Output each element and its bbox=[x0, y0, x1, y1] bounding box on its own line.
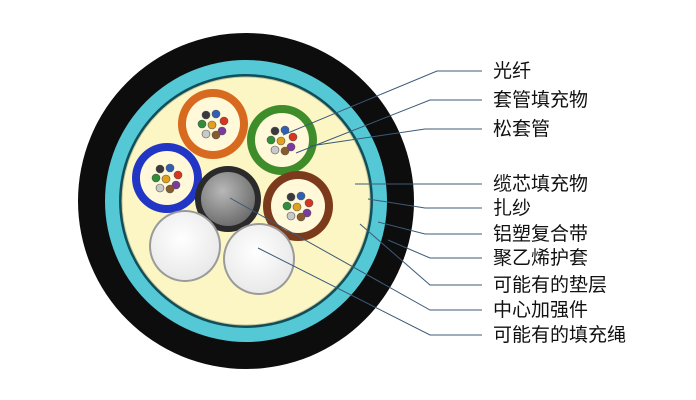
leader-line bbox=[377, 221, 482, 235]
label-cable-core-filler: 缆芯填充物 bbox=[493, 173, 588, 195]
leader-line bbox=[309, 128, 482, 147]
optical-fiber bbox=[219, 116, 229, 126]
optical-fiber bbox=[270, 126, 280, 136]
optical-fiber bbox=[155, 183, 165, 193]
optical-fiber bbox=[165, 163, 175, 173]
optical-fiber bbox=[296, 212, 306, 222]
central-member-core bbox=[201, 172, 255, 226]
optical-fiber bbox=[151, 173, 161, 183]
leader-line bbox=[359, 223, 482, 286]
optical-fiber bbox=[282, 201, 292, 211]
optical-fiber bbox=[173, 170, 183, 180]
optical-fiber bbox=[197, 119, 207, 129]
optical-fiber bbox=[161, 174, 171, 184]
leader-line bbox=[367, 198, 482, 209]
optical-fiber bbox=[201, 110, 211, 120]
optical-fiber bbox=[266, 135, 276, 145]
optical-fiber bbox=[155, 164, 165, 174]
label-central-strength-member: 中心加强件 bbox=[493, 299, 588, 321]
optical-fiber bbox=[270, 145, 280, 155]
optical-fiber bbox=[165, 184, 175, 194]
optical-fiber bbox=[207, 120, 217, 130]
leader-line bbox=[282, 70, 482, 136]
optical-fiber bbox=[280, 146, 290, 156]
optical-fiber bbox=[296, 191, 306, 201]
label-optional-filler-rope: 可能有的填充绳 bbox=[493, 324, 626, 346]
central-strength-member bbox=[195, 166, 261, 232]
optical-fiber bbox=[211, 130, 221, 140]
filler-rope-left bbox=[149, 210, 221, 282]
leader-line bbox=[295, 99, 482, 154]
leader-line bbox=[257, 247, 482, 336]
filler-rope-body bbox=[151, 212, 219, 280]
optical-fiber bbox=[211, 109, 221, 119]
label-loose-tube: 松套管 bbox=[493, 118, 550, 140]
label-aluminum-plastic-tape: 铝塑复合带 bbox=[493, 223, 588, 245]
label-binder-yarn: 扎纱 bbox=[493, 197, 531, 219]
optical-fiber bbox=[276, 136, 286, 146]
optical-fiber bbox=[292, 202, 302, 212]
optical-fiber bbox=[286, 142, 296, 152]
leader-lines bbox=[229, 70, 482, 336]
label-fiber: 光纤 bbox=[493, 60, 531, 82]
leader-line bbox=[387, 239, 482, 259]
filler-rope-right bbox=[223, 223, 295, 295]
optical-fiber bbox=[304, 198, 314, 208]
label-polyethylene-sheath: 聚乙烯护套 bbox=[493, 247, 588, 269]
optical-fiber-groups bbox=[151, 109, 314, 222]
binder-yarn-ring bbox=[121, 76, 371, 326]
optical-fiber bbox=[288, 132, 298, 142]
optical-fiber bbox=[286, 211, 296, 221]
optical-fiber bbox=[302, 208, 312, 218]
label-tube-filler: 套管填充物 bbox=[493, 89, 588, 111]
optical-fiber bbox=[171, 180, 181, 190]
filler-rope-body bbox=[225, 225, 293, 293]
label-optional-bedding: 可能有的垫层 bbox=[493, 274, 607, 296]
optical-fiber bbox=[217, 126, 227, 136]
leader-line bbox=[229, 197, 482, 311]
optical-fiber bbox=[286, 192, 296, 202]
optical-fiber bbox=[201, 129, 211, 139]
